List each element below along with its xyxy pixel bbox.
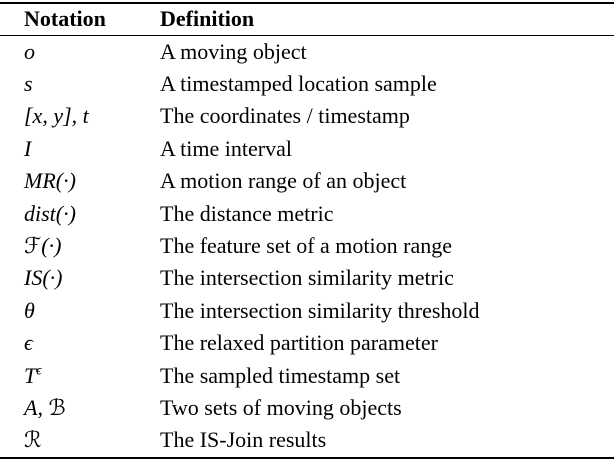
table-row: ℛ The IS-Join results (0, 424, 614, 457)
notation-cell: s (24, 71, 33, 97)
header-row: Notation Definition (0, 3, 614, 35)
notation-cell: IS(·) (24, 265, 63, 291)
notation-cell: I (24, 135, 32, 161)
table-row: ϵ The relaxed partition parameter (0, 327, 614, 359)
definition-cell: A timestamped location sample (160, 71, 437, 97)
notation-cell: θ (24, 297, 35, 323)
table-row: θ The intersection similarity threshold (0, 295, 614, 327)
table-row: I A time interval (0, 133, 614, 165)
table-row: IS(·) The intersection similarity metric (0, 262, 614, 294)
definition-cell: The relaxed partition parameter (160, 330, 438, 356)
superscript: ϵ (36, 362, 42, 378)
definition-cell: The sampled timestamp set (160, 362, 401, 388)
definition-cell: The coordinates / timestamp (160, 103, 410, 129)
notation-cell: Tϵ (24, 362, 42, 388)
notation-cell: dist(·) (24, 200, 76, 226)
table-row: dist(·) The distance metric (0, 197, 614, 229)
table-row: Tϵ The sampled timestamp set (0, 359, 614, 391)
table-row: o A moving object (0, 35, 614, 68)
definition-cell: Two sets of moving objects (160, 394, 402, 420)
notation-cell: ℛ (24, 427, 42, 453)
notation-definition-table: Notation Definition o A moving object s A t… (0, 2, 614, 459)
definition-cell: The feature set of a motion range (160, 233, 452, 259)
notation-cell: A, ℬ (24, 394, 66, 420)
notation-cell: ϵ (24, 330, 33, 356)
definition-cell: A motion range of an object (160, 168, 407, 194)
table-row: A, ℬ Two sets of moving objects (0, 392, 614, 424)
definition-cell: A moving object (160, 38, 307, 64)
table-body: o A moving object s A timestamped location … (0, 35, 614, 458)
definition-cell: The distance metric (160, 200, 334, 226)
table-header: Notation Definition (0, 3, 614, 35)
notation-cell: ℱ(·) (24, 233, 62, 259)
table-row: s A timestamped location sample (0, 68, 614, 100)
definition-cell: A time interval (160, 135, 292, 161)
definition-cell: The IS-Join results (160, 427, 327, 453)
notation-cell: [x, y], t (24, 103, 89, 129)
table-row: ℱ(·) The feature set of a motion range (0, 230, 614, 262)
definition-cell: The intersection similarity metric (160, 265, 454, 291)
header-notation: Notation (24, 6, 106, 32)
table-row: [x, y], t The coordinates / timestamp (0, 100, 614, 132)
definition-cell: The intersection similarity threshold (160, 297, 480, 323)
table-row: MR(·) A motion range of an object (0, 165, 614, 197)
notation-cell: MR(·) (24, 168, 76, 194)
header-definition: Definition (160, 6, 255, 32)
notation-cell: o (24, 38, 35, 64)
